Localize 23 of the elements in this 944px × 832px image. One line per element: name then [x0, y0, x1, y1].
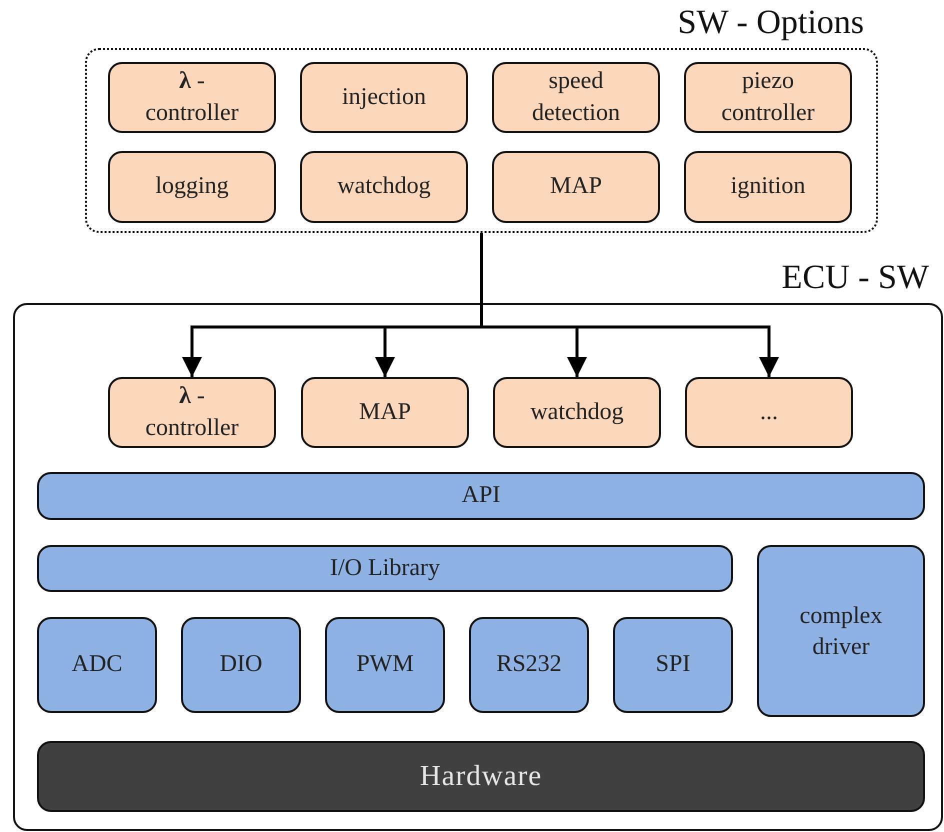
layer-box: ADC — [37, 617, 157, 713]
option-box: logging — [108, 151, 276, 223]
option-box: watchdog — [493, 377, 661, 448]
option-box: ignition — [684, 151, 852, 223]
layer-box: complex driver — [757, 545, 925, 717]
layer-box: SPI — [613, 617, 733, 713]
option-box: injection — [300, 62, 468, 133]
option-box: speed detection — [492, 62, 660, 133]
option-box: piezo controller — [684, 62, 852, 133]
option-box: λ -controller — [108, 62, 276, 133]
option-box: ... — [685, 377, 853, 448]
option-box: MAP — [492, 151, 660, 223]
group-title: SW - Options — [678, 6, 864, 40]
option-box: λ -controller — [108, 377, 276, 448]
layer-box: RS232 — [469, 617, 589, 713]
layer-box: I/O Library — [37, 545, 733, 592]
layer-box: API — [37, 472, 925, 520]
layer-box: DIO — [181, 617, 301, 713]
option-box: watchdog — [300, 151, 468, 223]
option-box: MAP — [301, 377, 469, 448]
hardware-bar: Hardware — [37, 741, 925, 812]
group-title: ECU - SW — [782, 261, 929, 295]
layer-box: PWM — [325, 617, 445, 713]
